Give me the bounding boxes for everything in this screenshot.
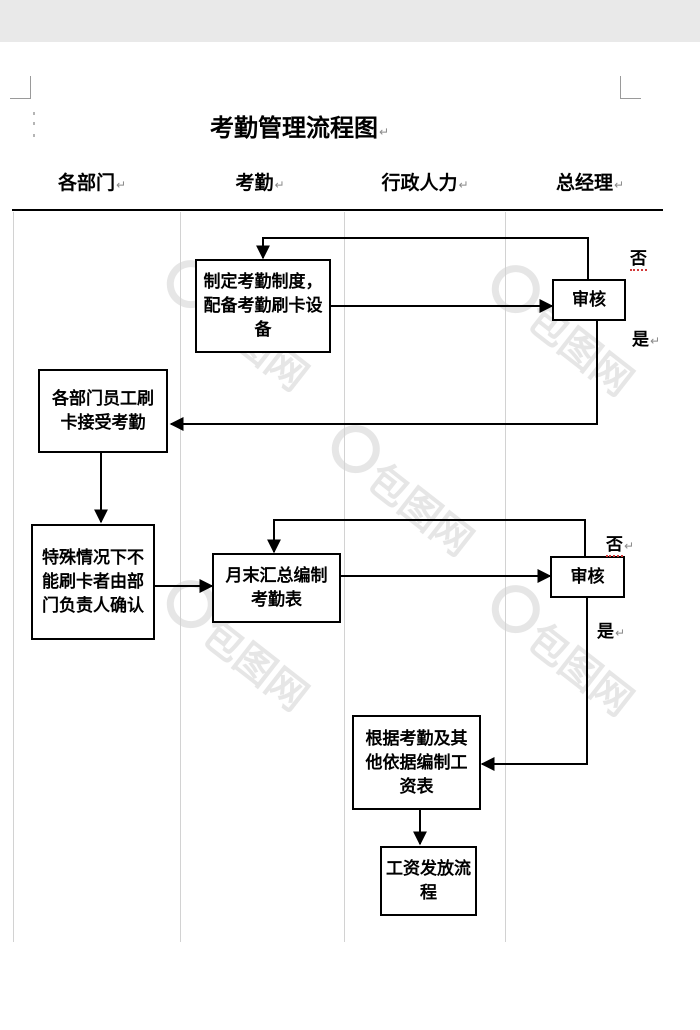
page-corner-mark-left (10, 76, 31, 99)
edge-review1-no (256, 237, 589, 280)
paragraph-mark: ↵ (458, 178, 469, 192)
lane-header-gm: 总经理↵ (555, 172, 625, 194)
lane-header-attendance: 考勤↵ (235, 172, 285, 194)
node-staff-clock-in: 各部门员工刷卡接受考勤 (38, 369, 168, 453)
edge-review2-yes (480, 597, 588, 771)
label-review2-yes: 是↵ (597, 622, 626, 642)
page-corner-mark-right (620, 76, 641, 99)
node-payroll-release: 工资发放流程 (380, 846, 477, 916)
paragraph-mark: ↵ (115, 178, 127, 192)
paragraph-mark: ↵ (624, 539, 635, 553)
margin-dot (33, 134, 35, 137)
viewer-top-bar (0, 0, 700, 42)
node-set-attendance-policy: 制定考勤制度，配备考勤刷卡设备 (195, 259, 331, 353)
paragraph-mark: ↵ (615, 626, 626, 640)
label-review1-yes: 是↵ (632, 330, 661, 350)
node-compile-payroll: 根据考勤及其他依据编制工资表 (352, 715, 481, 810)
margin-dot (33, 122, 35, 125)
edge-review2-no (267, 519, 586, 557)
node-special-case-confirm: 特殊情况下不能刷卡者由部门负责人确认 (31, 524, 155, 640)
margin-dot (33, 112, 35, 115)
document-title: 考勤管理流程图↵ (210, 114, 390, 142)
paragraph-mark: ↵ (650, 334, 661, 348)
lane-divider (180, 212, 181, 942)
lane-header-departments: 各部门↵ (57, 172, 127, 194)
paragraph-mark: ↵ (379, 125, 390, 139)
paragraph-mark: ↵ (613, 178, 625, 192)
node-review-1: 审核 (552, 279, 626, 321)
paragraph-mark: ↵ (274, 178, 285, 192)
header-rule (12, 209, 663, 211)
label-review2-no: 否↵ (606, 535, 635, 557)
lane-divider (13, 212, 14, 942)
lane-header-admin-hr: 行政人力↵ (381, 172, 469, 194)
node-review-2: 审核 (550, 556, 625, 598)
node-monthly-summary: 月末汇总编制考勤表 (212, 553, 341, 623)
label-review1-no: 否 (630, 249, 647, 271)
edge-review1-yes (169, 320, 598, 431)
